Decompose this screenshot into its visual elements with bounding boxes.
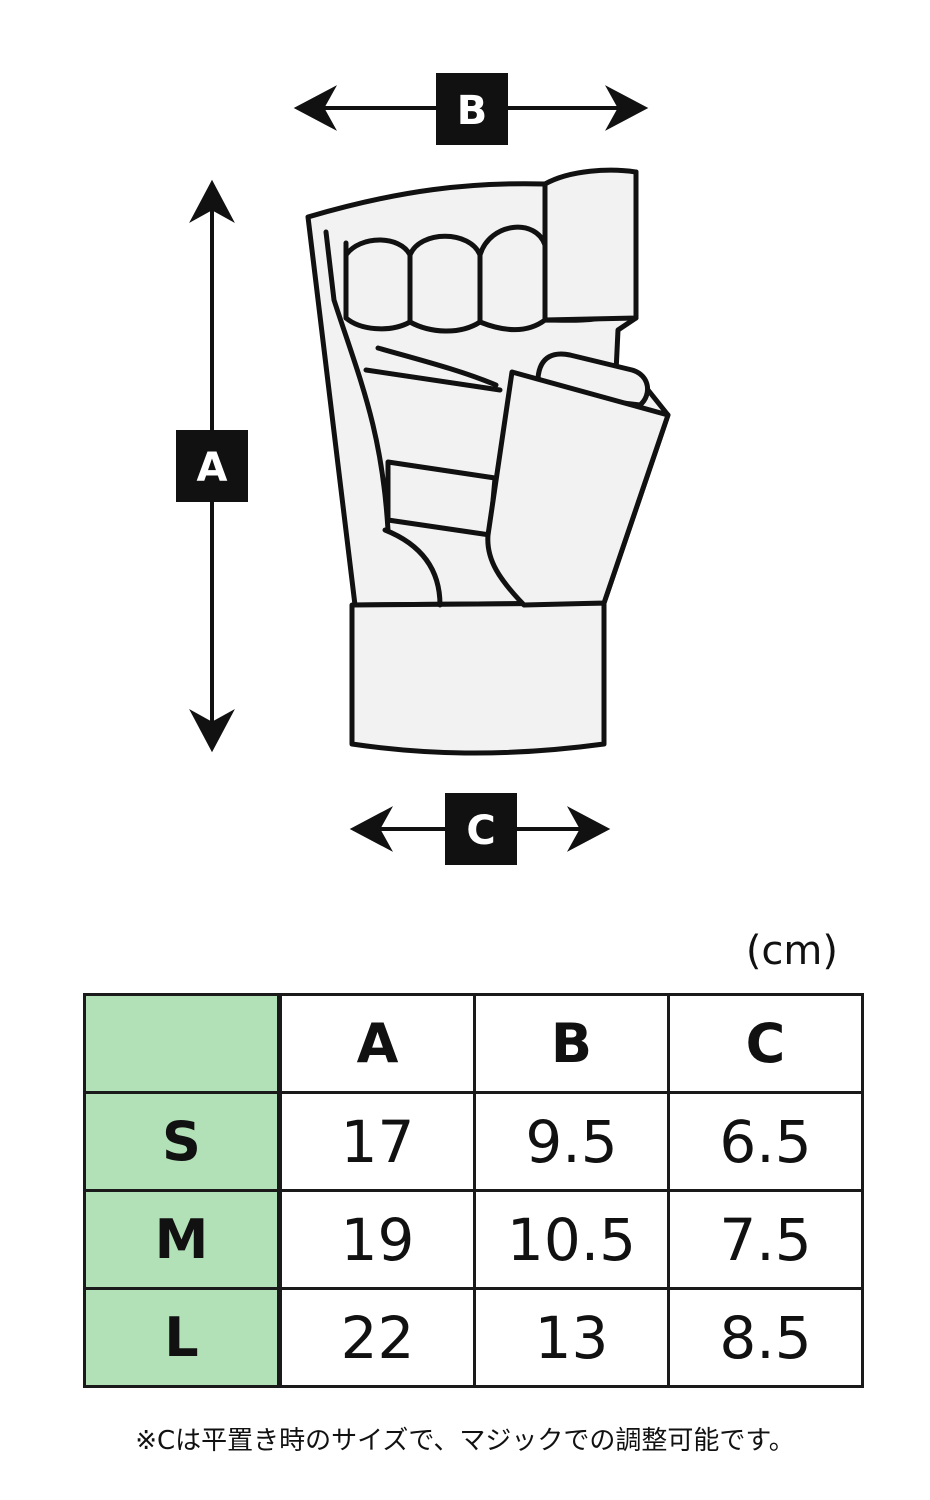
table-row: M 19 10.5 7.5 — [83, 1189, 864, 1290]
table-cell: 19 — [278, 1189, 476, 1290]
thumb — [485, 369, 671, 608]
glove-illustration — [305, 167, 671, 756]
table-cell: 6.5 — [667, 1091, 864, 1192]
index-finger — [542, 167, 639, 323]
dimension-a-box — [176, 430, 248, 502]
table-cell: 7.5 — [667, 1189, 864, 1290]
size-label-s: S — [83, 1091, 282, 1192]
palm-crease — [375, 345, 499, 388]
dimension-b-label: B — [457, 88, 488, 134]
footnote: ※Cは平置き時のサイズで、マジックでの調整可能です。 — [135, 1426, 795, 1456]
palm-fold — [382, 527, 443, 608]
table-cell: 10.5 — [473, 1189, 670, 1290]
dimension-a-label: A — [197, 445, 228, 491]
table-cell: 9.5 — [473, 1091, 670, 1192]
table-header-row: A B C — [83, 993, 864, 1094]
table-cell: 8.5 — [667, 1287, 864, 1388]
column-header-a: A — [278, 993, 476, 1094]
column-header-c: C — [667, 993, 864, 1094]
dimension-c-box — [445, 793, 517, 865]
palm-lower — [363, 367, 503, 393]
size-chart-table: A B C S 17 9.5 6.5 M 19 10.5 7.5 L 22 13… — [83, 993, 864, 1388]
size-label-l: L — [83, 1287, 282, 1388]
column-header-b: B — [473, 993, 670, 1094]
palm-curve — [323, 229, 391, 533]
table-cell: 17 — [278, 1091, 476, 1192]
dimension-b-box — [436, 73, 508, 145]
table-cell: 13 — [473, 1287, 670, 1388]
table-row: L 22 13 8.5 — [83, 1287, 864, 1388]
dimension-c-label: C — [466, 808, 495, 854]
size-label-m: M — [83, 1189, 282, 1290]
wrist-cuff — [349, 600, 607, 756]
table-row: S 17 9.5 6.5 — [83, 1091, 864, 1192]
glove-size-diagram: B A C — [176, 73, 671, 865]
unit-label: (cm) — [745, 928, 838, 974]
table-corner-cell — [83, 993, 282, 1094]
table-cell: 22 — [278, 1287, 476, 1388]
